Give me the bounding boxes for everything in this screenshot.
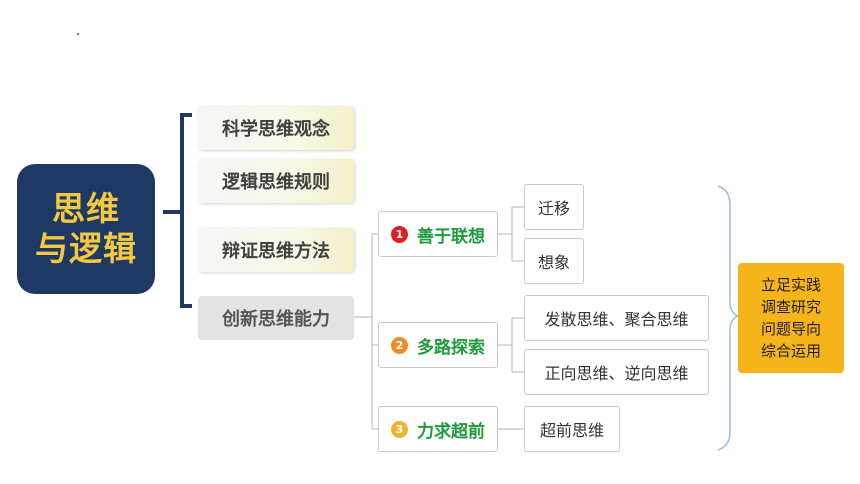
side-note-line-1: 立足实践 [760,276,821,294]
number-badge-3: 3 [391,420,408,438]
leaf-lines-1 [498,206,524,262]
leaf-imagination: 想象 [524,238,584,284]
node-logical-rules: 逻辑思维规则 [198,159,354,203]
node-scientific-thinking: 科学思维观念 [198,106,354,150]
node-ahead-label: 力求超前 [417,421,485,442]
node-ahead: 3 力求超前 [378,406,498,452]
side-note-line-4: 综合运用 [760,342,821,360]
leaf-transfer: 迁移 [524,184,584,230]
main-bracket [180,113,192,308]
root-line-2: 与逻辑 [35,229,137,268]
side-note-line-2: 调查研究 [760,298,821,316]
leaf-lines-2 [498,317,524,373]
side-note-line-3: 问题导向 [760,320,821,338]
node-association: 1 善于联想 [378,211,498,257]
leaf-forward-reverse: 正向思维、逆向思维 [524,349,709,395]
root-line-1: 思维 [52,189,120,228]
root-node: 思维 与逻辑 [17,164,155,294]
number-badge-2: 2 [391,336,408,354]
node-dialectical-methods: 辩证思维方法 [198,228,354,272]
stray-dot [77,33,79,35]
node-innovative-thinking: 创新思维能力 [198,296,354,340]
node-association-label: 善于联想 [417,226,485,247]
level2-branch-lines [372,233,378,430]
leaf-ahead-thinking: 超前思维 [524,406,620,452]
number-badge-1: 1 [391,225,408,243]
side-note-box: 立足实践 调查研究 问题导向 综合运用 [738,263,844,373]
node-multi-path: 2 多路探索 [378,322,498,368]
side-brace [717,185,741,451]
node-multi-path-label: 多路探索 [417,337,485,358]
leaf-divergent-convergent: 发散思维、聚合思维 [524,295,709,341]
